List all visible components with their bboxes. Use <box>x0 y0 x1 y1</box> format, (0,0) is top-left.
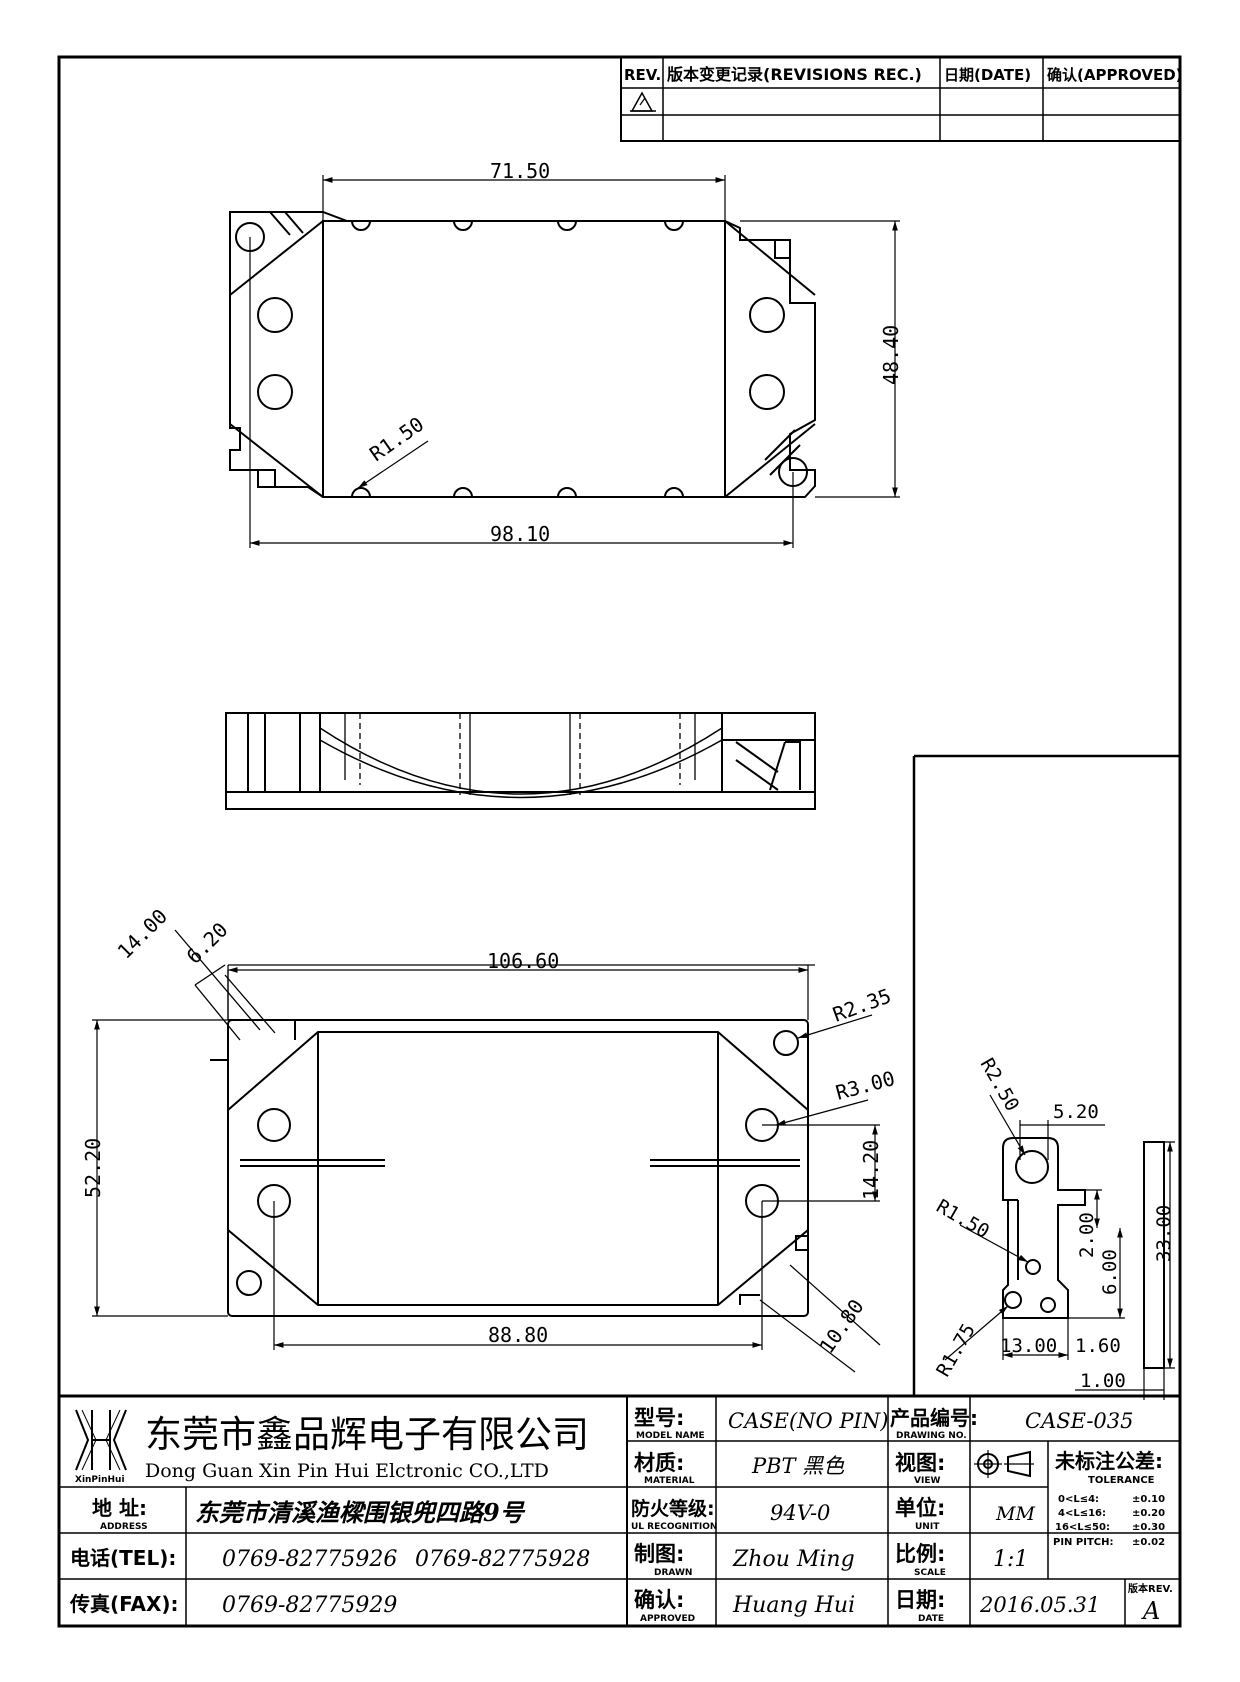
tolerance-value-2: ±0.20 <box>1132 1508 1165 1519</box>
scale-label-en: SCALE <box>914 1568 946 1578</box>
scale-label: 比例: <box>895 1542 945 1566</box>
dim-top-radius: R1.50 <box>365 412 428 466</box>
date-label: 日期: <box>895 1588 945 1612</box>
ul-value: 94V-0 <box>770 1501 830 1525</box>
dim-detail-1300: 13.00 <box>1000 1335 1057 1357</box>
pin-detail-drawing <box>944 1094 1175 1400</box>
bottom-view-drawing <box>92 929 881 1373</box>
drawn-label-en: DRAWN <box>654 1568 692 1578</box>
ul-label-en: UL RECOGNITION <box>631 1522 717 1532</box>
dim-bottom-height: 52.20 <box>81 1138 105 1198</box>
tolerance-value-1: ±0.10 <box>1132 1494 1165 1505</box>
dim-bottom-overall: 106.60 <box>487 949 559 973</box>
tolerance-label: 未标注公差: <box>1055 1449 1163 1473</box>
dim-bottom-r300: R3.00 <box>833 1066 897 1105</box>
revision-approved-header: 确认(APPROVED) <box>1047 66 1183 84</box>
unit-label-en: UNIT <box>915 1522 940 1532</box>
dim-bottom-pitch: 88.80 <box>488 1323 548 1347</box>
view-label: 视图: <box>895 1451 945 1475</box>
revision-date-header: 日期(DATE) <box>944 66 1031 84</box>
material-label: 材质: <box>634 1451 684 1475</box>
dim-bottom-flange-14: 14.00 <box>113 904 173 964</box>
model-value: CASE(NO PIN) <box>728 1409 888 1433</box>
tolerance-range-2: 4<L≤16: <box>1058 1508 1106 1519</box>
tel-label: 电话(TEL): <box>70 1546 176 1570</box>
approved-label: 确认: <box>634 1588 684 1612</box>
sheet-border <box>57 55 1182 1628</box>
dim-bottom-flange-62: 6.20 <box>182 918 233 969</box>
projection-symbol-icon <box>974 1450 1034 1478</box>
material-label-en: MATERIAL <box>644 1476 695 1486</box>
tolerance-range-4: PIN PITCH: <box>1053 1537 1113 1548</box>
rev-header: REV. <box>624 66 661 84</box>
dim-detail-r175: R1.75 <box>932 1320 980 1381</box>
revision-triangle-icon <box>630 91 656 112</box>
address-label: 地 址: <box>92 1496 147 1520</box>
tolerance-range-3: 16<L≤50: <box>1055 1522 1110 1533</box>
fax-value: 0769-82775929 <box>222 1593 397 1618</box>
drawing-no-value: CASE-035 <box>1025 1409 1134 1433</box>
dim-detail-600: 6.00 <box>1099 1249 1121 1295</box>
dim-detail-3300: 33.00 <box>1153 1205 1175 1262</box>
tolerance-range-1: 0<L≤4: <box>1058 1494 1099 1505</box>
drawing-no-label: 产品编号: <box>890 1406 978 1430</box>
tel-value-1: 0769-82775926 <box>222 1547 397 1572</box>
unit-label: 单位: <box>895 1496 945 1520</box>
dim-detail-r250: R2.50 <box>976 1055 1024 1116</box>
revision-record-header: 版本变更记录(REVISIONS REC.) <box>666 65 922 84</box>
dim-detail-200: 2.00 <box>1076 1212 1098 1258</box>
detail-frame <box>912 754 1180 1396</box>
dim-top-width: 71.50 <box>490 159 550 183</box>
tolerance-value-3: ±0.30 <box>1132 1522 1165 1533</box>
dim-detail-520: 5.20 <box>1053 1101 1099 1123</box>
dim-detail-r150: R1.50 <box>933 1195 994 1243</box>
tel-value-2: 0769-82775928 <box>415 1547 590 1572</box>
dim-bottom-corner: 10.80 <box>814 1295 868 1358</box>
fax-label: 传真(FAX): <box>69 1592 179 1616</box>
drawn-value: Zhou Ming <box>732 1547 855 1572</box>
address-label-en: ADDRESS <box>100 1522 148 1532</box>
view-label-en: VIEW <box>914 1476 940 1486</box>
dim-top-overall: 98.10 <box>490 522 550 546</box>
revision-table: REV. 版本变更记录(REVISIONS REC.) 日期(DATE) 确认(… <box>620 56 1183 142</box>
date-value: 2016.05.31 <box>979 1593 1100 1617</box>
dim-bottom-r235: R2.35 <box>830 984 895 1027</box>
approved-value: Huang Hui <box>732 1593 855 1618</box>
model-label: 型号: <box>634 1406 684 1430</box>
approved-label-en: APPROVED <box>640 1614 695 1624</box>
address-value: 东莞市清溪渔樑围银兜四路9号 <box>195 1498 526 1527</box>
dim-detail-100: 1.00 <box>1080 1370 1126 1392</box>
rev-label: 版本REV. <box>1128 1582 1173 1595</box>
top-view-drawing <box>229 175 900 548</box>
scale-value: 1:1 <box>993 1547 1028 1572</box>
title-block-grid <box>59 1394 1180 1626</box>
date-label-en: DATE <box>918 1614 944 1624</box>
rev-value: A <box>1141 1597 1160 1625</box>
tolerance-value-4: ±0.02 <box>1132 1537 1165 1548</box>
model-label-en: MODEL NAME <box>636 1431 705 1441</box>
drawn-label: 制图: <box>634 1542 684 1566</box>
company-name-en: Dong Guan Xin Pin Hui Elctronic CO.,LTD <box>145 1460 549 1482</box>
company-logo-text: XinPinHui <box>75 1475 125 1485</box>
drawing-no-label-en: DRAWING NO. <box>896 1431 967 1441</box>
tolerance-label-en: TOLERANCE <box>1088 1475 1155 1486</box>
dim-detail-160: 1.60 <box>1075 1335 1121 1357</box>
unit-value: MM <box>995 1503 1035 1525</box>
company-name-cn: 东莞市鑫品辉电子有限公司 <box>145 1413 589 1456</box>
material-value: PBT 黑色 <box>751 1454 845 1478</box>
side-view-drawing <box>225 712 816 810</box>
dim-top-height: 48.40 <box>879 325 903 385</box>
dim-bottom-spacing: 14.20 <box>859 1140 883 1200</box>
company-logo <box>75 1409 127 1471</box>
ul-label: 防火等级: <box>631 1497 715 1520</box>
